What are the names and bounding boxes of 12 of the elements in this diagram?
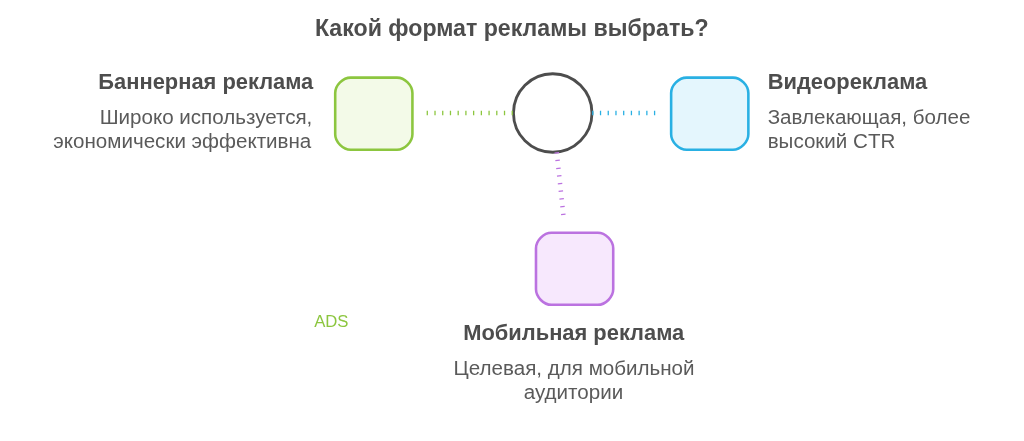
connector	[426, 110, 513, 116]
connector	[591, 110, 656, 116]
node-label: Баннерная реклама	[97, 69, 313, 95]
node-label: Целевая, для мобильной аудитории	[453, 356, 695, 403]
diagram-title: Какой формат рекламы выбрать?	[314, 14, 709, 41]
connector	[554, 152, 566, 218]
node-label: Завлекающая, более высокий CTR	[767, 105, 970, 152]
node-label: Мобильная реклама	[462, 320, 684, 346]
label: ADS	[313, 312, 349, 332]
node-label: Широко используется, экономически эффективна	[52, 105, 312, 152]
node-label: Видеореклама	[767, 69, 927, 95]
node-circle	[511, 72, 593, 154]
